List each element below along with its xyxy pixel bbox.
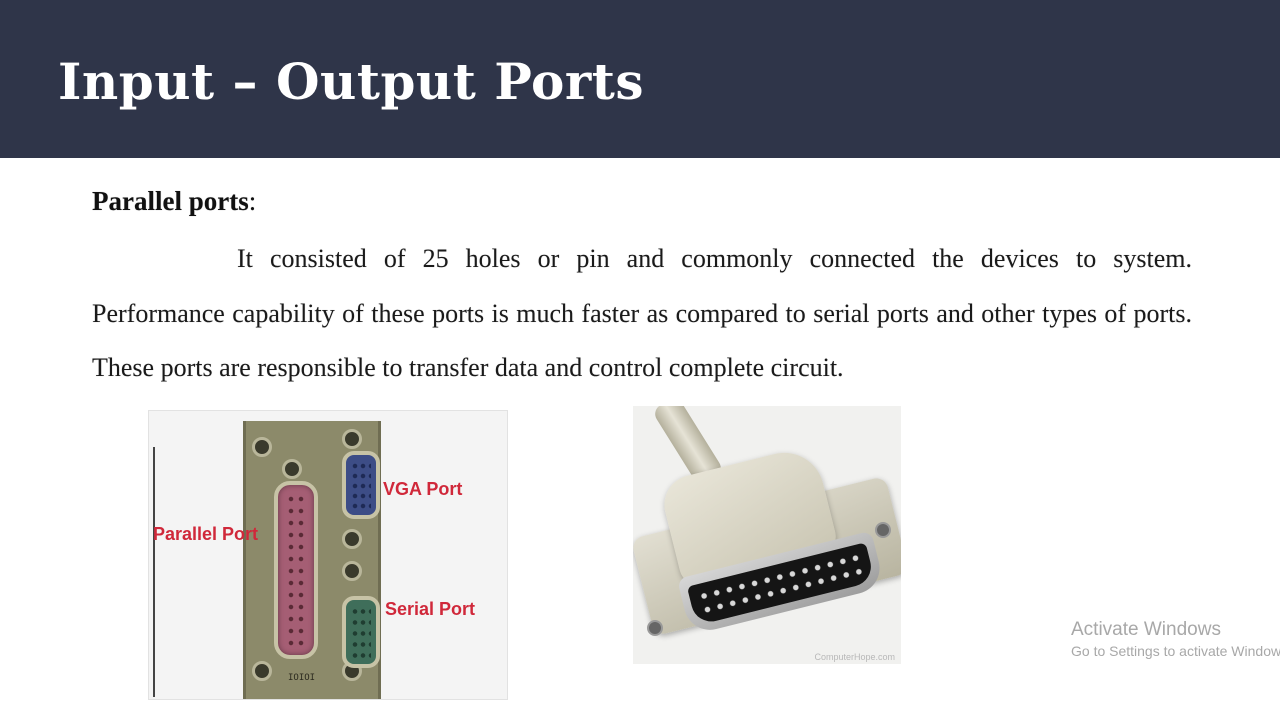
mount-hole <box>342 561 362 581</box>
slide-title: Input – Output Ports <box>58 52 644 111</box>
heading-text: Parallel ports <box>92 186 249 216</box>
mount-hole <box>282 459 302 479</box>
image-credit: ComputerHope.com <box>814 652 895 662</box>
vga-port-label: VGA Port <box>383 479 463 499</box>
title-bar: Input – Output Ports <box>0 0 1280 158</box>
parallel-port-label: Parallel Port <box>153 524 259 544</box>
vga-port-connector <box>342 451 380 519</box>
heading-colon: : <box>248 186 257 216</box>
parallel-port-connector <box>274 481 318 659</box>
mount-hole <box>342 529 362 549</box>
screw-icon <box>875 522 891 538</box>
watermark-title: Activate Windows <box>1071 619 1221 640</box>
parallel-connector-image: ComputerHope.com <box>633 406 901 664</box>
panel-marking: IOIOI <box>288 673 316 683</box>
serial-port-label: Serial Port <box>385 599 476 619</box>
body-paragraph: It consisted of 25 holes or pin and comm… <box>92 244 1192 382</box>
activation-watermark: Activate Windows Go to Settings to activ… <box>1071 619 1280 659</box>
watermark-subtitle: Go to Settings to activate Windows. <box>1071 643 1280 659</box>
back-panel: IOIOI <box>243 421 381 699</box>
ports-panel-image: IOIOI VGA Port Parallel Port Serial Port <box>148 410 508 700</box>
screw-icon <box>647 620 663 636</box>
mount-hole <box>252 437 272 457</box>
image-edge-line <box>153 447 155 697</box>
section-heading: Parallel ports: <box>92 186 256 217</box>
serial-port-connector <box>342 596 380 668</box>
mount-hole <box>252 661 272 681</box>
mount-hole <box>342 429 362 449</box>
